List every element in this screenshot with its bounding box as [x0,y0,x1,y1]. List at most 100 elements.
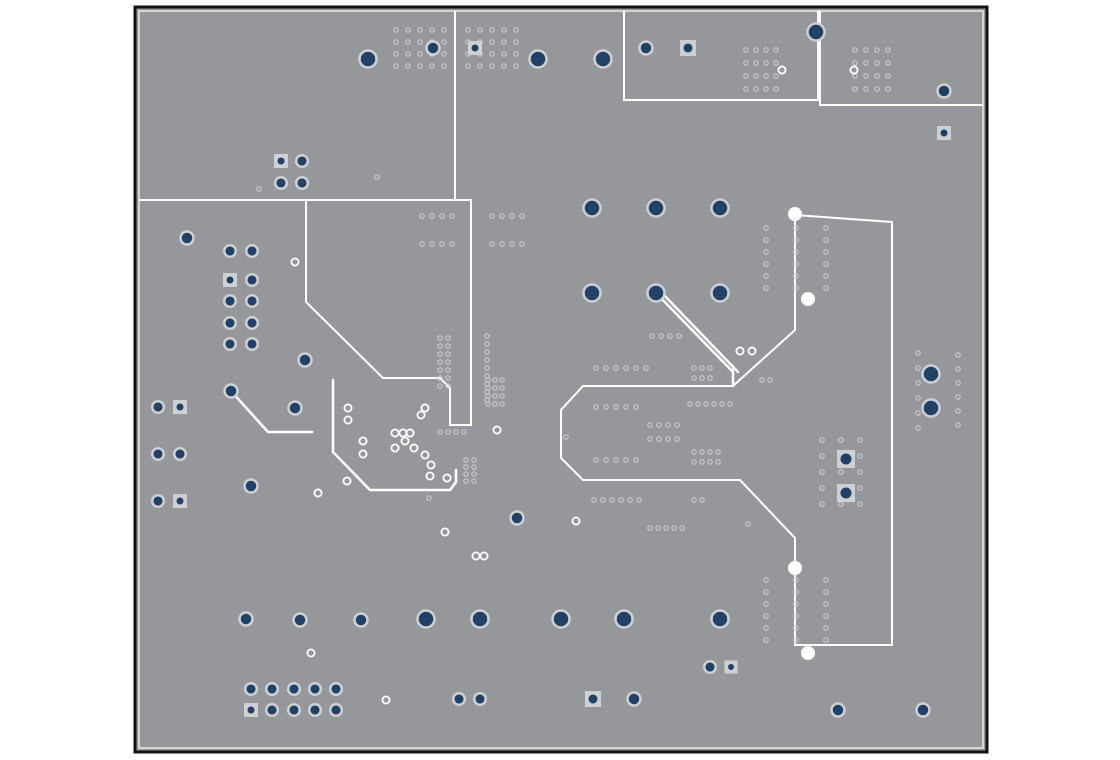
stitching-via [665,422,671,428]
stitching-via [485,401,491,407]
stitching-via [699,375,705,381]
plated-through-hole-icon [936,83,952,99]
small-via [358,436,368,446]
stitching-via [501,63,507,69]
stitching-via [885,86,891,92]
stitching-via [753,86,759,92]
plane-split-line [305,199,472,426]
stitching-via [823,225,829,231]
plated-through-hole-icon [150,399,166,415]
stitching-via [863,60,869,66]
stitching-via [743,73,749,79]
plated-through-hole-icon [150,493,166,509]
stitching-via [691,497,697,503]
small-via [306,648,316,658]
stitching-via [484,357,490,363]
stitching-via [485,393,491,399]
stitching-via [763,237,769,243]
plated-through-hole-icon [179,230,195,246]
stitching-via [489,241,495,247]
stitching-via [519,241,525,247]
stitching-via [593,404,599,410]
stitching-via [623,457,629,463]
stitching-via [823,589,829,595]
stitching-via [711,401,717,407]
stitching-via [793,285,799,291]
stitching-via [671,525,677,531]
stitching-via [885,47,891,53]
stitching-via [699,459,705,465]
plated-through-hole-icon [222,336,238,352]
stitching-via [823,577,829,583]
stitching-via [439,213,445,219]
small-via [420,403,430,413]
stitching-via [857,453,863,459]
plated-through-hole-icon [353,612,369,628]
stitching-via [501,39,507,45]
stitching-via [885,60,891,66]
plated-through-hole-icon [286,681,302,697]
stitching-via [874,73,880,79]
stitching-via [429,63,435,69]
small-via [343,415,353,425]
stitching-via [429,213,435,219]
stitching-via [857,469,863,475]
stitching-via [647,525,653,531]
stitching-via [477,27,483,33]
stitching-via [449,213,455,219]
small-via [426,460,436,470]
plated-through-hole-icon [710,198,730,218]
small-via [381,695,391,705]
stitching-via [656,422,662,428]
stitching-via [471,457,477,463]
plated-through-hole-icon [150,446,166,462]
stitching-via [819,485,825,491]
stitching-via [593,457,599,463]
stitching-via [417,27,423,33]
stitching-via [603,365,609,371]
stitching-via [763,625,769,631]
stitching-via [492,377,498,383]
plated-through-hole-icon [172,446,188,462]
stitching-via [699,497,705,503]
plated-through-hole-icon [244,293,260,309]
stitching-via [441,27,447,33]
stitching-via [743,60,749,66]
small-via [290,257,300,267]
stitching-via [656,436,662,442]
stitching-via [915,395,921,401]
stitching-via [489,39,495,45]
small-via [425,471,435,481]
stitching-via [649,333,655,339]
small-via [420,450,430,460]
plated-through-hole-icon [509,510,525,526]
stitching-via [591,497,597,503]
stitching-via [793,601,799,607]
plated-through-hole-icon [243,478,259,494]
stitching-via [449,241,455,247]
plated-through-hole-icon [222,243,238,259]
stitching-via [417,39,423,45]
stitching-via [463,478,469,484]
stitching-via [823,637,829,643]
small-via [358,449,368,459]
plated-through-hole-icon [328,702,344,718]
stitching-via [874,47,880,53]
stitching-via [703,401,709,407]
stitching-via [471,478,477,484]
stitching-via [445,335,451,341]
plated-through-hole-icon [710,609,730,629]
plated-through-hole-icon [593,49,613,69]
stitching-vias [256,27,961,705]
stitching-via [823,625,829,631]
stitching-via [793,613,799,619]
plated-through-hole-icon [416,609,436,629]
stitching-via [763,613,769,619]
tooling-hole-icon [801,292,815,306]
stitching-via [874,86,880,92]
square-pad-drill [840,487,852,499]
stitching-via [600,497,606,503]
stitching-via [793,577,799,583]
